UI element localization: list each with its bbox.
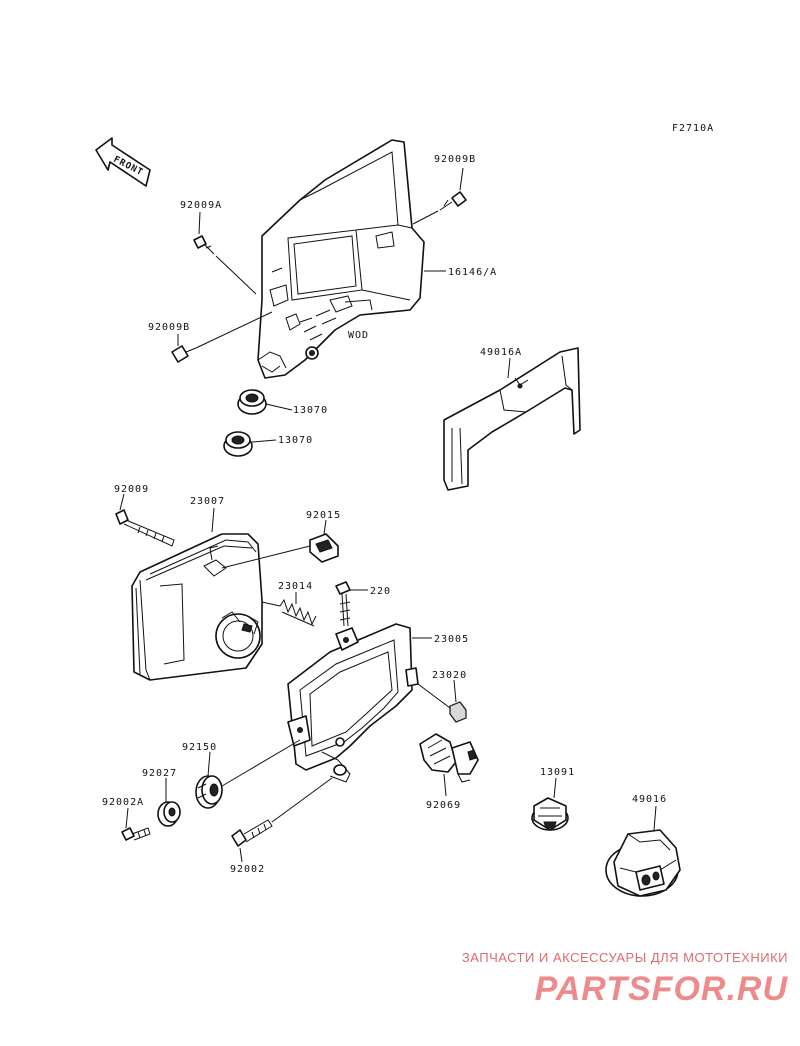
bracket-49016a <box>443 347 581 491</box>
bolt-92002a <box>121 827 151 841</box>
label-23020: 23020 <box>432 670 467 681</box>
label-92009b-left: 92009B <box>148 322 190 333</box>
socket-13091 <box>531 797 569 831</box>
label-220: 220 <box>370 586 391 597</box>
screw-92009b-left <box>171 345 197 363</box>
grommet-13070-a <box>237 389 267 415</box>
label-92009a: 92009A <box>180 200 222 211</box>
screw-92009b-top <box>439 191 467 211</box>
label-92009b-top: 92009B <box>434 154 476 165</box>
label-49016a: 49016A <box>480 347 522 358</box>
clip-92015 <box>309 533 339 563</box>
nut-23020 <box>449 701 467 723</box>
label-92002a: 92002A <box>102 797 144 808</box>
headlight-cover-16146a <box>257 139 425 379</box>
label-49016: 49016 <box>632 794 667 805</box>
mark-wod: WOD <box>348 330 369 341</box>
label-23014: 23014 <box>278 581 313 592</box>
watermark-tagline: ЗАПЧАСТИ И АКСЕССУАРЫ ДЛЯ МОТОТЕХНИКИ <box>462 950 788 965</box>
label-23005: 23005 <box>434 634 469 645</box>
label-92150: 92150 <box>182 742 217 753</box>
spring-23014 <box>279 598 317 627</box>
watermark-logo: PARTSFOR.RU <box>535 970 789 1008</box>
label-13091: 13091 <box>540 767 575 778</box>
label-23007: 23007 <box>190 496 225 507</box>
label-13070-a: 13070 <box>293 405 328 416</box>
label-92027: 92027 <box>142 768 177 779</box>
label-92002: 92002 <box>230 864 265 875</box>
cap-49016 <box>605 829 681 897</box>
label-92069: 92069 <box>426 800 461 811</box>
screw-92009a <box>193 235 215 255</box>
bulb-92069 <box>419 733 479 783</box>
front-arrow-icon: FRONT <box>95 137 151 187</box>
label-92009: 92009 <box>114 484 149 495</box>
label-13070-b: 13070 <box>278 435 313 446</box>
figure-code: F2710A <box>672 123 714 134</box>
bolt-92009 <box>115 509 175 547</box>
label-92015: 92015 <box>306 510 341 521</box>
label-16146a: 16146/A <box>448 267 497 278</box>
grommet-92150 <box>195 775 223 809</box>
screw-220 <box>335 581 351 627</box>
headlight-frame-23005 <box>287 623 419 783</box>
grommet-13070-b <box>223 431 253 457</box>
bolt-92002 <box>231 819 273 847</box>
collar-92027 <box>157 801 181 827</box>
headlight-unit-23007 <box>131 533 263 681</box>
